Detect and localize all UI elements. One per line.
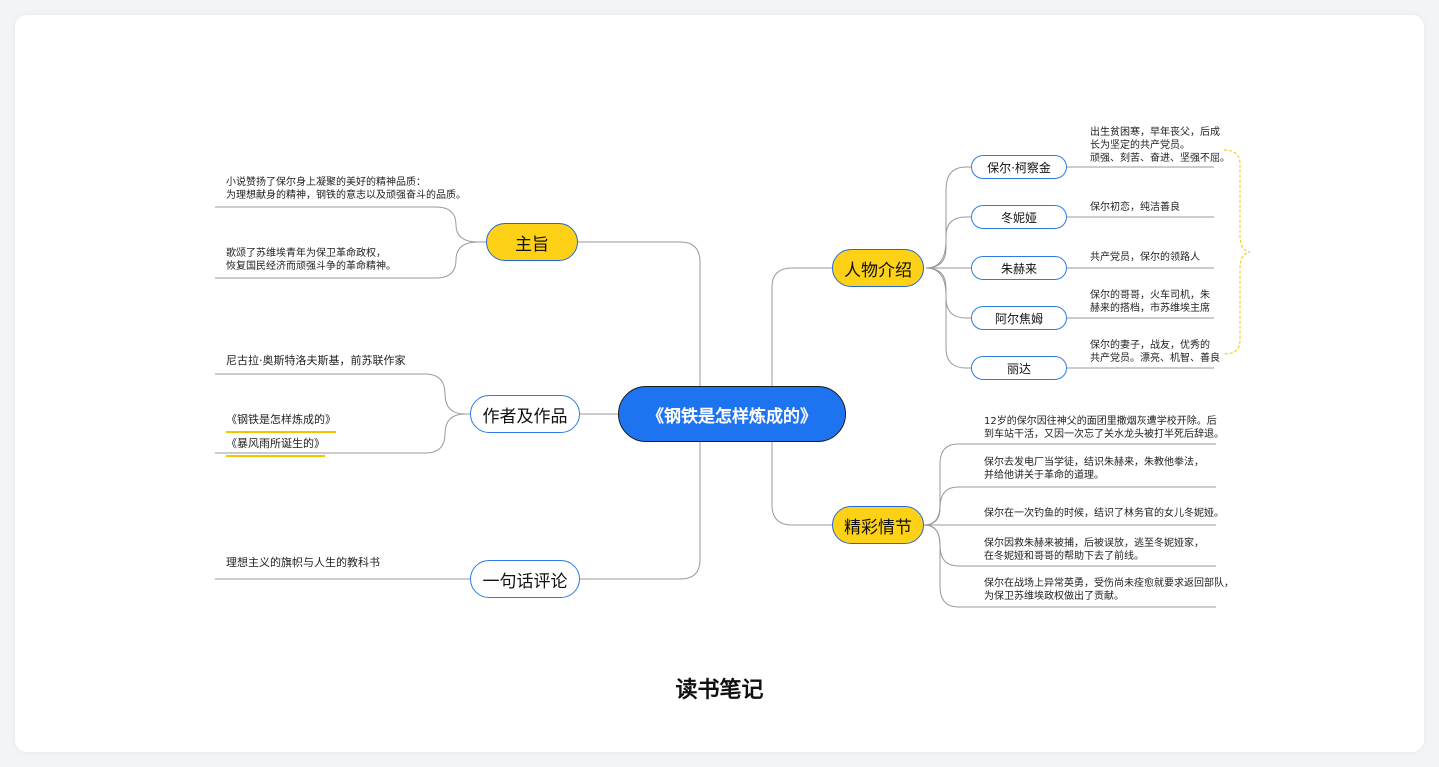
author-note: 尼古拉·奥斯特洛夫斯基，前苏联作家 [226, 354, 406, 367]
root-node[interactable]: 《钢铁是怎样炼成的》 [618, 386, 846, 442]
plot-item: 保尔去发电厂当学徒，结识朱赫来，朱教他拳法， 并给他讲关于革命的道理。 [984, 457, 1204, 481]
canvas-card [15, 15, 1424, 752]
works-list: 《钢铁是怎样炼成的》 《暴风雨所诞生的》 [226, 409, 336, 457]
theme-note-2: 歌颂了苏维埃青年为保卫革命政权， 恢复国民经济而顽强斗争的革命精神。 [226, 248, 396, 272]
character-node[interactable]: 丽达 [971, 356, 1067, 380]
character-node[interactable]: 保尔·柯察金 [971, 155, 1067, 179]
character-node[interactable]: 阿尔焦姆 [971, 306, 1067, 330]
theme-note-1: 小说赞扬了保尔身上凝聚的美好的精神品质： 为理想献身的精神，钢铁的意志以及顽强奋… [226, 177, 466, 201]
plot-item: 12岁的保尔因往神父的面团里撒烟灰遭学校开除。后 到车站干活，又因一次忘了关水龙… [984, 416, 1224, 440]
character-note: 保尔的哥哥，火车司机，朱 赫来的搭档，市苏维埃主席 [1090, 290, 1210, 314]
character-node[interactable]: 朱赫来 [971, 256, 1067, 280]
work-item: 《钢铁是怎样炼成的》 [226, 409, 336, 433]
review-node[interactable]: 一句话评论 [470, 560, 580, 598]
review-note: 理想主义的旗帜与人生的教科书 [226, 556, 380, 569]
connector-plot-2 [923, 486, 1216, 526]
connector-theme-note-2 [215, 241, 486, 279]
connector-author-works [215, 413, 470, 454]
plot-item: 保尔在一次钓鱼的时候，结识了林务官的女儿冬妮娅。 [984, 508, 1224, 519]
plot-item: 保尔因救朱赫来被捕，后被误放，逃至冬妮娅家， 在冬妮娅和哥哥的帮助下去了前线。 [984, 538, 1204, 562]
character-note: 出生贫困寒，早年丧父，后成 长为坚定的共产党员。 顽强、刻苦、奋进、坚强不屈。 [1090, 127, 1230, 164]
character-node[interactable]: 冬妮娅 [971, 205, 1067, 229]
connector-char-4 [925, 267, 971, 319]
character-note: 保尔的妻子，战友，优秀的 共产党员。漂亮、机智、善良 [1090, 340, 1220, 364]
connector-theme-note-1 [215, 206, 486, 243]
author-node[interactable]: 作者及作品 [470, 395, 580, 433]
character-note: 共产党员，保尔的领路人 [1090, 252, 1200, 263]
characters-node[interactable]: 人物介绍 [832, 249, 924, 287]
connector-author-note [215, 373, 470, 415]
work-item: 《暴风雨所诞生的》 [226, 433, 325, 457]
plot-item: 保尔在战场上异常英勇，受伤尚未痊愈就要求返回部队， 为保卫苏维埃政权做出了贡献。 [984, 578, 1234, 602]
connector-char-2 [925, 216, 971, 269]
connector-char-5 [925, 267, 971, 369]
page-caption: 读书笔记 [675, 678, 764, 703]
connector-char-1 [925, 166, 971, 269]
plot-node[interactable]: 精彩情节 [832, 506, 924, 544]
character-note: 保尔初恋，纯洁善良 [1090, 202, 1180, 213]
theme-node[interactable]: 主旨 [486, 223, 578, 261]
connector-plot-5 [923, 524, 1216, 608]
summary-bracket [1223, 149, 1251, 355]
